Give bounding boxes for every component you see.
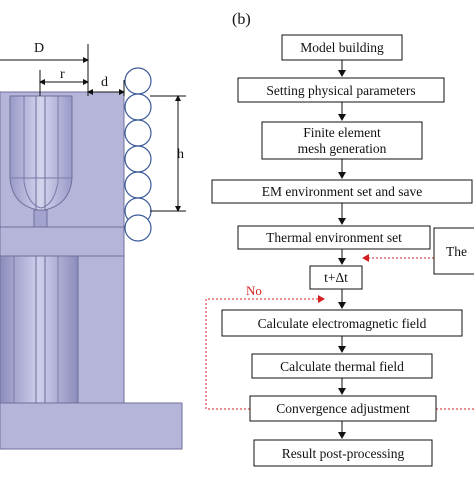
step-label: Setting physical parameters: [266, 83, 415, 98]
step-label: Thermal environment set: [266, 230, 402, 245]
funnel-cup: [9, 95, 73, 211]
flow-step: Calculate electromagnetic field: [221, 309, 463, 337]
side-box: The: [433, 227, 474, 275]
step-label: EM environment set and save: [262, 184, 422, 199]
flow-step: Setting physical parameters: [237, 77, 445, 103]
flow-step: Model building: [281, 34, 403, 61]
flow-step: Calculate thermal field: [251, 353, 433, 379]
coil: [124, 171, 152, 199]
coil: [124, 145, 152, 173]
flowchart: (b) No Model building Setting phy: [205, 11, 474, 467]
step-label: Convergence adjustment: [276, 401, 410, 416]
step-label: Finite element: [303, 125, 381, 140]
flow-step: EM environment set and save: [211, 179, 473, 204]
side-block: [77, 255, 125, 405]
flow-step: Thermal environment set: [237, 225, 431, 250]
step-label: mesh generation: [298, 141, 387, 156]
dim-label-h: h: [177, 147, 184, 162]
dim-label-r: r: [60, 67, 65, 82]
flow-step: Convergence adjustment: [249, 395, 437, 422]
crucible-model: D r d h: [0, 41, 186, 450]
flow-step: t+Δt: [309, 265, 363, 290]
middle-block: [0, 226, 125, 258]
dimension-lines: [0, 44, 186, 212]
base-plate: [0, 402, 183, 450]
induction-coils: [124, 67, 152, 242]
flow-step: Result post-processing: [253, 439, 433, 467]
coil: [124, 214, 152, 242]
step-label: Calculate electromagnetic field: [258, 316, 427, 331]
lower-cylinder: [0, 255, 79, 405]
flow-step: Finite element mesh generation: [261, 121, 423, 160]
coil: [124, 67, 152, 95]
step-label: t+Δt: [324, 270, 348, 285]
dim-label-D: D: [34, 41, 44, 56]
side-box-label: The: [446, 244, 467, 259]
step-label: Calculate thermal field: [280, 359, 404, 374]
step-label: Model building: [300, 40, 384, 55]
coil: [124, 93, 152, 121]
loop-label-no: No: [246, 283, 262, 298]
dim-label-d: d: [101, 75, 108, 90]
feedback-loops: [205, 254, 474, 410]
coil: [124, 119, 152, 147]
step-label: Result post-processing: [282, 446, 405, 461]
panel-tag: (b): [232, 11, 251, 28]
